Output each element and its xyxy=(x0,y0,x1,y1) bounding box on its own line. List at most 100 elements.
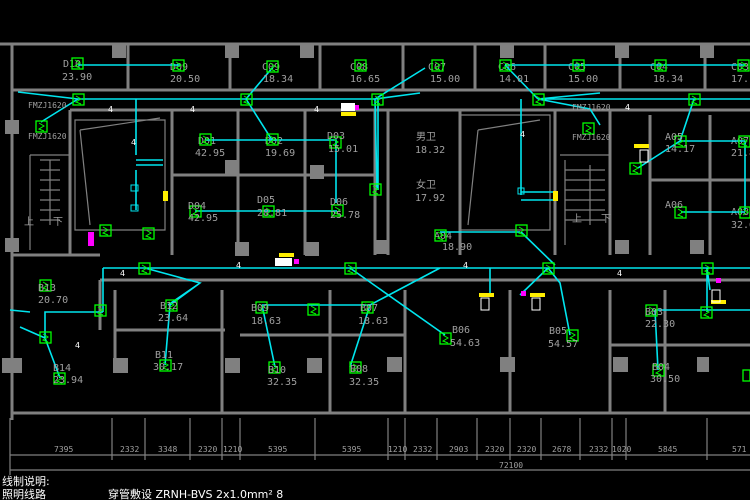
svg-text:20.70: 20.70 xyxy=(38,295,68,306)
svg-text:下: 下 xyxy=(53,217,63,228)
light-fixture-icon xyxy=(268,361,281,374)
light-fixture-icon xyxy=(39,279,52,292)
svg-text:2320: 2320 xyxy=(198,445,217,454)
svg-text:FMZJ1620: FMZJ1620 xyxy=(28,132,67,141)
light-fixture-icon xyxy=(142,227,155,240)
svg-text:2332: 2332 xyxy=(413,445,432,454)
svg-text:42.95: 42.95 xyxy=(188,213,218,224)
dimension-lines: 7395 2332 3348 2320 1210 5395 5395 1210 … xyxy=(9,418,750,475)
light-fixture-icon xyxy=(35,120,48,133)
room-name: D02 xyxy=(265,136,283,147)
svg-text:17.92: 17.92 xyxy=(415,193,445,204)
light-fixture-icon xyxy=(94,304,107,317)
svg-text:B03: B03 xyxy=(645,307,663,318)
svg-text:7395: 7395 xyxy=(54,445,73,454)
light-fixture-icon xyxy=(138,262,151,275)
room-labels: 23.90 20.50 18.34 16.65 15.00 14.01 15.0… xyxy=(38,72,750,388)
svg-text:A06: A06 xyxy=(665,200,683,211)
svg-text:4: 4 xyxy=(108,105,113,114)
svg-text:B07: B07 xyxy=(360,303,378,314)
svg-text:1020: 1020 xyxy=(612,445,631,454)
light-fixture-icon xyxy=(39,331,52,344)
svg-text:18.63: 18.63 xyxy=(358,316,388,327)
light-fixture-icon xyxy=(439,332,452,345)
light-fixture-icon xyxy=(307,303,320,316)
svg-text:A05: A05 xyxy=(665,132,683,143)
svg-text:15.00: 15.00 xyxy=(430,74,460,85)
junction-icon xyxy=(521,291,526,296)
svg-text:4: 4 xyxy=(625,103,630,112)
panel-icon xyxy=(711,289,721,303)
svg-text:D05: D05 xyxy=(257,195,275,206)
light-fixture-icon xyxy=(434,229,447,242)
light-fixture-icon xyxy=(344,262,357,275)
svg-text:18.90: 18.90 xyxy=(442,242,472,253)
wiring xyxy=(9,64,750,379)
svg-text:42.95: 42.95 xyxy=(195,148,225,159)
panel-label-icon xyxy=(479,293,494,297)
light-fixture-icon xyxy=(572,59,585,72)
svg-text:20.50: 20.50 xyxy=(170,74,200,85)
svg-text:30.50: 30.50 xyxy=(650,374,680,385)
svg-text:上: 上 xyxy=(24,216,34,228)
switch-panel-icon xyxy=(163,191,168,201)
light-fixture-icon xyxy=(189,205,202,218)
light-fixture-icon xyxy=(371,93,384,106)
svg-text:4: 4 xyxy=(236,261,241,270)
light-fixture-icon xyxy=(361,301,374,314)
light-fixture-icon xyxy=(688,93,701,106)
svg-text:14.01: 14.01 xyxy=(499,74,529,85)
notes-line1-spec: 穿管敷设 ZRNH-BVS 2x1.0mm² 8 xyxy=(108,487,283,500)
svg-text:18.32: 18.32 xyxy=(415,145,445,156)
svg-text:B14: B14 xyxy=(53,363,71,374)
svg-text:21.8: 21.8 xyxy=(731,148,750,159)
light-fixture-icon xyxy=(532,93,545,106)
switch-panel-icon xyxy=(553,191,558,201)
light-fixture-icon xyxy=(652,364,665,377)
svg-text:女卫: 女卫 xyxy=(416,178,436,191)
light-fixture-icon xyxy=(739,206,750,219)
light-fixture-icon xyxy=(266,60,279,73)
junction-box-icon xyxy=(517,187,525,195)
junction-icon xyxy=(355,105,359,110)
svg-text:19.69: 19.69 xyxy=(265,148,295,159)
light-fixture-icon xyxy=(738,135,750,148)
svg-text:18.34: 18.34 xyxy=(263,74,293,85)
svg-text:B08: B08 xyxy=(350,364,368,375)
panel-icon xyxy=(480,297,490,311)
svg-text:15.01: 15.01 xyxy=(328,144,358,155)
columns xyxy=(2,44,714,373)
panel-icon xyxy=(639,149,649,163)
light-fixture-icon xyxy=(199,133,212,146)
light-fixture-icon xyxy=(645,304,658,317)
light-fixture-icon xyxy=(700,306,713,319)
svg-text:22.30: 22.30 xyxy=(645,319,675,330)
light-fixture-icon xyxy=(369,183,382,196)
light-fixture-icon xyxy=(354,59,367,72)
svg-text:23.90: 23.90 xyxy=(62,72,92,83)
svg-text:FMZJ1620: FMZJ1620 xyxy=(28,101,67,110)
panel-label-icon xyxy=(634,144,649,148)
notes-title: 线制说明: xyxy=(2,474,50,488)
svg-text:2332: 2332 xyxy=(120,445,139,454)
svg-text:30.17: 30.17 xyxy=(153,362,183,373)
svg-text:14.17: 14.17 xyxy=(665,144,695,155)
svg-text:B12: B12 xyxy=(160,301,178,312)
svg-text:3348: 3348 xyxy=(158,445,177,454)
svg-text:54.57: 54.57 xyxy=(548,339,578,350)
svg-text:2903: 2903 xyxy=(449,445,468,454)
svg-text:17.1: 17.1 xyxy=(731,74,750,85)
light-fixture-icon xyxy=(255,301,268,314)
svg-text:5845: 5845 xyxy=(658,445,677,454)
fire-panel-icon xyxy=(88,232,94,246)
room-name: D01 xyxy=(198,136,216,147)
light-fixture-icon xyxy=(582,122,595,135)
svg-text:男卫: 男卫 xyxy=(416,131,436,143)
junction-box-icon xyxy=(130,184,139,192)
svg-text:28.81: 28.81 xyxy=(257,208,287,219)
wire-count-marks: 4 4 4 4 4 4 4 4 4 4 4 xyxy=(75,103,630,350)
wiring-notes: 线制说明: 照明线路 穿管敷设 ZRNH-BVS 2x1.0mm² 8 xyxy=(2,474,283,500)
light-fixture-icon xyxy=(515,224,528,237)
svg-text:FMZJ1620: FMZJ1620 xyxy=(572,103,611,112)
svg-text:25.78: 25.78 xyxy=(330,210,360,221)
